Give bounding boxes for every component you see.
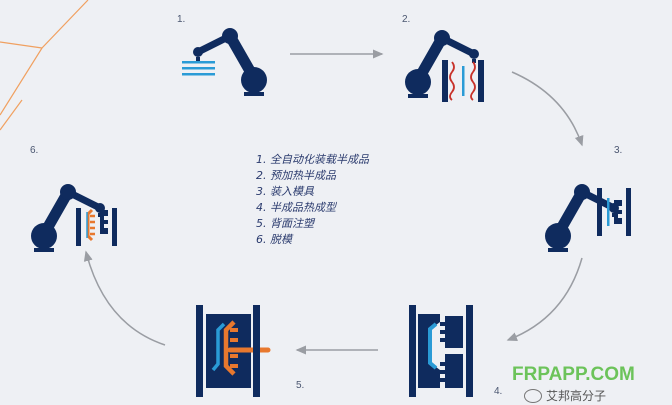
decorative-line: [0, 0, 89, 116]
arrow-5-to-6: [83, 250, 166, 346]
step-1-number: 1.: [177, 14, 185, 25]
wechat-icon: [524, 389, 542, 403]
legend-step-6: 6. 脱模: [256, 233, 292, 246]
step-1-robot-loading-icon: [182, 28, 267, 96]
watermark-site: FRPAPP.COM: [512, 364, 635, 385]
step-3-number: 3.: [614, 145, 622, 156]
step-6-number: 6.: [30, 145, 38, 156]
step-5-number: 5.: [296, 380, 304, 391]
heater-icon: [449, 61, 455, 101]
legend-step-2: 2. 预加热半成品: [256, 169, 336, 182]
decorative-line: [0, 41, 43, 49]
step-5-back-injection-mold-icon: [196, 305, 271, 397]
step-3-load-mold-icon: [545, 184, 631, 252]
decorative-line: [0, 99, 23, 131]
robot-arm-icon: [31, 184, 105, 252]
step-2-number: 2.: [402, 14, 410, 25]
step-4-number: 4.: [494, 386, 502, 397]
step-4-thermoforming-mold-icon: [409, 305, 473, 397]
legend-step-1: 1. 全自动化装载半成品: [256, 153, 369, 166]
legend-step-3: 3. 装入模具: [256, 185, 314, 198]
steps-legend: 1. 全自动化装载半成品 2. 预加热半成品 3. 装入模具 4. 半成品热成型…: [256, 152, 369, 248]
step-6-demolding-icon: [31, 184, 117, 252]
step-2-preheat-icon: [405, 30, 484, 102]
legend-step-5: 5. 背面注塑: [256, 217, 314, 230]
semi-finished-stack-icon: [182, 61, 215, 76]
arrow-2-to-3: [511, 71, 584, 147]
legend-step-4: 4. 半成品热成型: [256, 201, 336, 214]
arrow-3-to-4: [506, 257, 583, 341]
watermark-name: 艾邦高分子: [546, 389, 607, 403]
heater-icon: [470, 61, 476, 101]
